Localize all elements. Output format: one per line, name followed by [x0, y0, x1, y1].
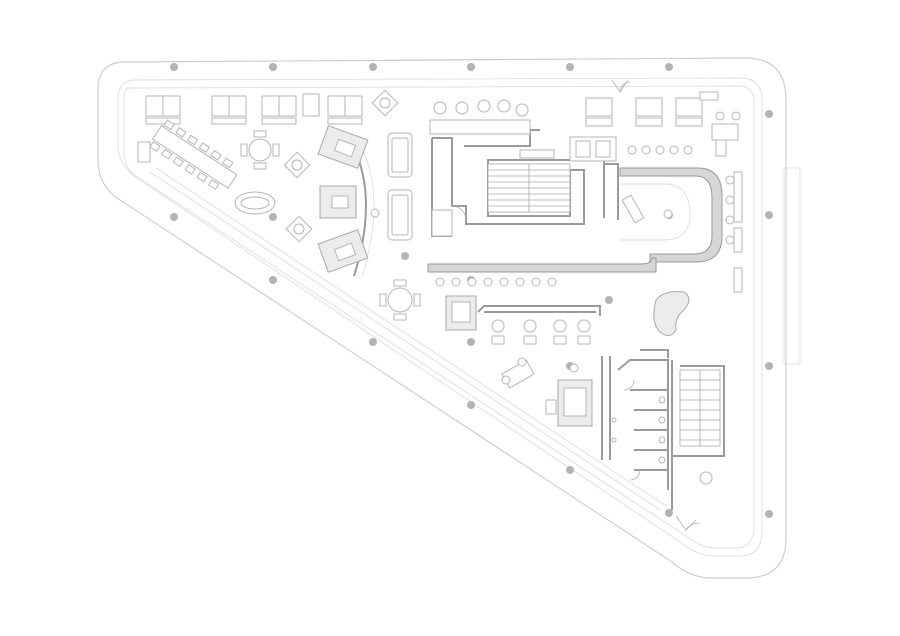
central-core [429, 99, 619, 237]
dining-area-north [137, 89, 399, 243]
round-table-west [379, 279, 421, 321]
island-counter [653, 291, 690, 336]
restroom-block [601, 349, 669, 490]
lounge-south [445, 295, 601, 427]
dining-area-northeast [585, 79, 741, 141]
long-bench [427, 257, 657, 287]
building-outline [97, 57, 801, 579]
lounge-sofa-area [317, 125, 413, 277]
stair-east [671, 360, 725, 510]
entrance-door-southeast [675, 515, 701, 531]
